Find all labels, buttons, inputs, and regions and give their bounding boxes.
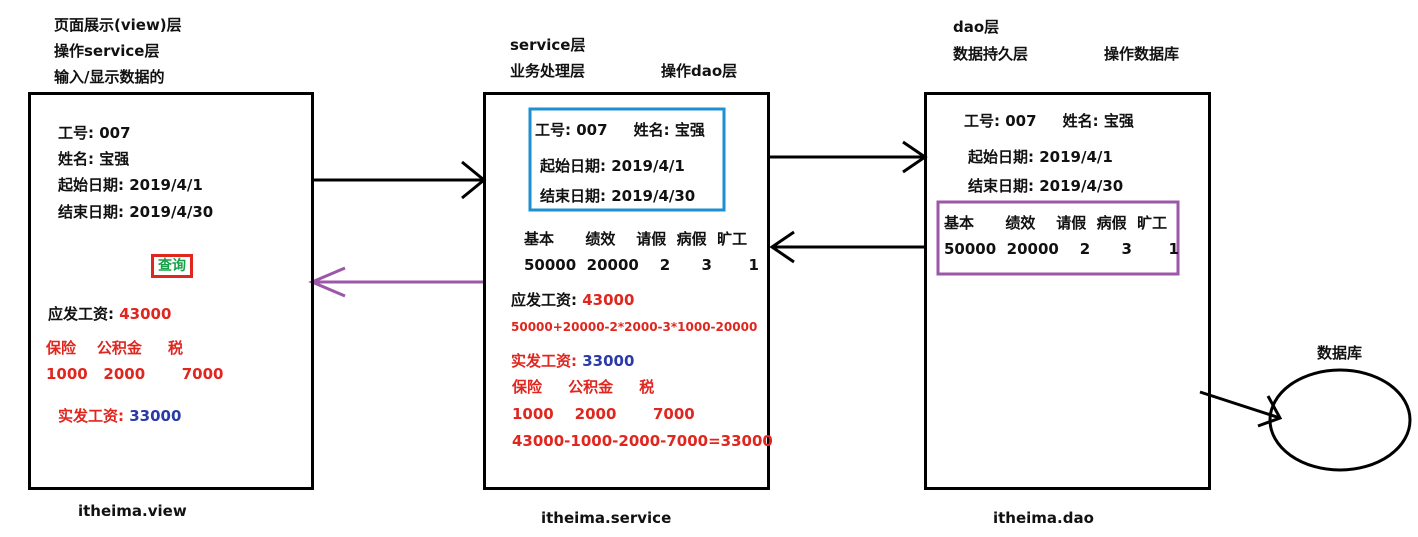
service-header-desc: 操作dao层 (661, 62, 738, 80)
service-header-role: 业务处理层 (510, 62, 586, 80)
view-net-value: 33000 (129, 407, 182, 425)
service-id-name: 工号: 007 姓名: 宝强 (535, 121, 705, 139)
service-to-view-arrow (308, 266, 484, 298)
view-employee-name: 姓名: 宝强 (58, 150, 130, 168)
dao-result-box (936, 200, 1180, 276)
service-header-title: service层 (510, 36, 586, 54)
dao-header-title: dao层 (953, 18, 1000, 36)
service-gross-label: 应发工资: (511, 291, 583, 309)
dao-id-name: 工号: 007 姓名: 宝强 (964, 112, 1134, 130)
dao-to-database-arrow (1199, 390, 1283, 428)
dao-caption: itheima.dao (993, 509, 1094, 527)
service-deduction-values: 1000 2000 7000 (512, 405, 695, 423)
service-net-label: 实发工资: (511, 352, 583, 370)
service-end-date: 结束日期: 2019/4/30 (540, 187, 696, 205)
service-column-values: 50000 20000 2 3 1 (524, 256, 759, 274)
view-header-role: 操作service层 (54, 42, 160, 60)
view-net-salary: 实发工资: 33000 (58, 407, 181, 425)
service-net-salary: 实发工资: 33000 (511, 352, 634, 370)
service-net-value: 33000 (582, 352, 635, 370)
dao-start-date: 起始日期: 2019/4/1 (968, 148, 1113, 166)
dao-header-role: 数据持久层 (953, 45, 1029, 63)
view-net-label: 实发工资: (58, 407, 130, 425)
dao-header-desc: 操作数据库 (1104, 45, 1180, 63)
service-to-dao-arrow (769, 140, 928, 174)
view-gross-label: 应发工资: (48, 305, 120, 323)
service-request-box (528, 107, 726, 212)
database-label: 数据库 (1317, 344, 1363, 362)
query-button[interactable]: 查询 (151, 254, 193, 278)
service-caption: itheima.service (541, 509, 672, 527)
view-end-date: 结束日期: 2019/4/30 (58, 203, 214, 221)
dao-layer-box (924, 92, 1211, 490)
view-gross-salary: 应发工资: 43000 (48, 305, 171, 323)
service-deduction-headers: 保险 公积金 税 (512, 378, 655, 396)
dao-to-service-arrow (769, 230, 925, 264)
view-to-service-arrow (313, 160, 487, 200)
service-gross-value: 43000 (582, 291, 635, 309)
service-gross-salary: 应发工资: 43000 (511, 291, 634, 309)
view-caption: itheima.view (78, 502, 187, 520)
service-layer-box (483, 92, 770, 490)
view-header-desc: 输入/显示数据的 (54, 68, 165, 86)
service-start-date: 起始日期: 2019/4/1 (540, 157, 685, 175)
service-net-formula: 43000-1000-2000-7000=33000 (512, 432, 773, 450)
dao-end-date: 结束日期: 2019/4/30 (968, 177, 1124, 195)
view-deduction-values: 1000 2000 7000 (46, 365, 224, 383)
view-employee-id: 工号: 007 (58, 124, 131, 142)
view-header-title: 页面展示(view)层 (54, 16, 182, 34)
database-ellipse (1268, 368, 1412, 472)
service-gross-formula: 50000+20000-2*2000-3*1000-20000 (511, 320, 758, 334)
dao-column-values: 50000 20000 2 3 1 (944, 240, 1179, 258)
view-gross-value: 43000 (119, 305, 172, 323)
view-start-date: 起始日期: 2019/4/1 (58, 176, 203, 194)
dao-column-headers: 基本 绩效 请假 病假 旷工 (944, 214, 1168, 232)
view-layer-box (28, 92, 314, 490)
view-deduction-headers: 保险 公积金 税 (46, 339, 184, 357)
service-column-headers: 基本 绩效 请假 病假 旷工 (524, 230, 748, 248)
